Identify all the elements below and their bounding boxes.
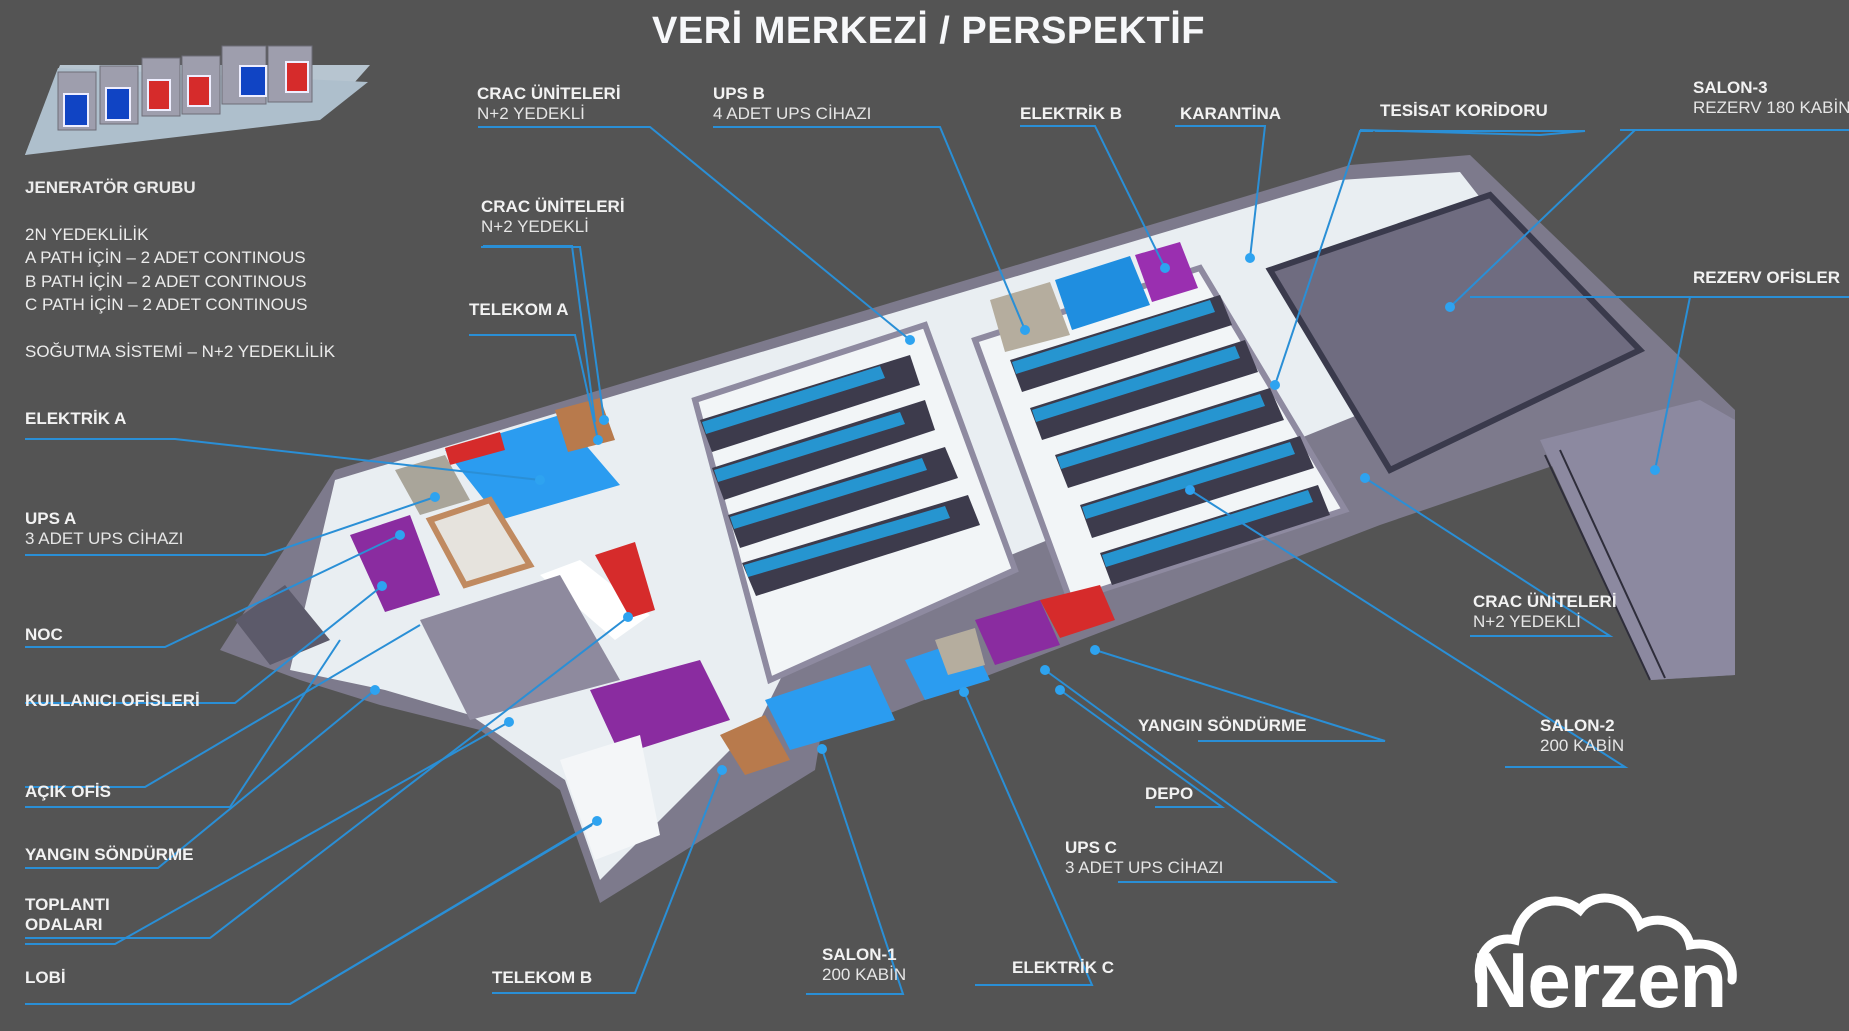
label-lobi: LOBİ [25,968,66,987]
label-rezerv-ofisler: REZERV OFİSLER [1693,268,1841,287]
label-salon-3: SALON-3 REZERV 180 KABİN [1693,78,1849,117]
label-acik-ofis: AÇIK OFİS [25,782,111,801]
cooling-line: SOĞUTMA SİSTEMİ – N+2 YEDEKLİLİK [25,341,336,361]
label-ups-c: UPS C 3 ADET UPS CİHAZI [1065,838,1224,877]
label-telekom-a: TELEKOM A [469,300,569,319]
label-toplanti-odalari: TOPLANTI ODALARI [25,895,110,934]
building-floorplan [220,155,1735,903]
generator-group-illustration [25,45,370,155]
generator-heading: JENERATÖR GRUBU [25,178,196,197]
label-ups-b: UPS B 4 ADET UPS CİHAZI [713,84,872,123]
label-salon-1: SALON-1 200 KABİN [822,945,907,984]
generator-line: A PATH İÇİN – 2 ADET CONTINOUS [25,248,306,267]
label-crac-units-right: CRAC ÜNİTELERİ N+2 YEDEKLİ [1473,592,1617,631]
generator-info-panel: JENERATÖR GRUBU 2N YEDEKLİLİK A PATH İÇİ… [25,176,335,363]
label-salon-2: SALON-2 200 KABİN [1540,716,1625,755]
label-tesisat-koridoru: TESİSAT KORİDORU [1380,101,1548,120]
generator-line: 2N YEDEKLİLİK [25,224,149,244]
label-yangin-sondurme-right: YANGIN SÖNDÜRME [1138,716,1307,735]
leader-dots [370,253,1660,826]
label-elektrik-c: ELEKTRİK C [1012,958,1114,977]
cloud-logo-icon [1474,893,1737,985]
brand-logo-text: Nerzen [1472,936,1727,1024]
page-title: VERİ MERKEZİ / PERSPEKTİF [652,10,1206,52]
label-elektrik-a: ELEKTRİK A [25,409,127,428]
label-elektrik-b: ELEKTRİK B [1020,104,1122,123]
generator-line: B PATH İÇİN – 2 ADET CONTINOUS [25,271,307,291]
label-crac-units-top: CRAC ÜNİTELERİ N+2 YEDEKLİ [477,84,621,123]
label-ups-a: UPS A 3 ADET UPS CİHAZI [25,509,184,548]
label-yangin-sondurme-left: YANGIN SÖNDÜRME [25,845,194,864]
label-kullanici-ofisleri: KULLANICI OFİSLERİ [25,691,200,710]
label-crac-units-mid: CRAC ÜNİTELERİ N+2 YEDEKLİ [481,197,625,236]
label-telekom-b: TELEKOM B [492,968,593,987]
generator-line: C PATH İÇİN – 2 ADET CONTINOUS [25,295,308,314]
label-depo: DEPO [1145,784,1194,803]
label-noc: NOC [25,625,63,644]
label-karantina: KARANTİNA [1180,104,1282,123]
leader-lines [25,125,1849,1005]
